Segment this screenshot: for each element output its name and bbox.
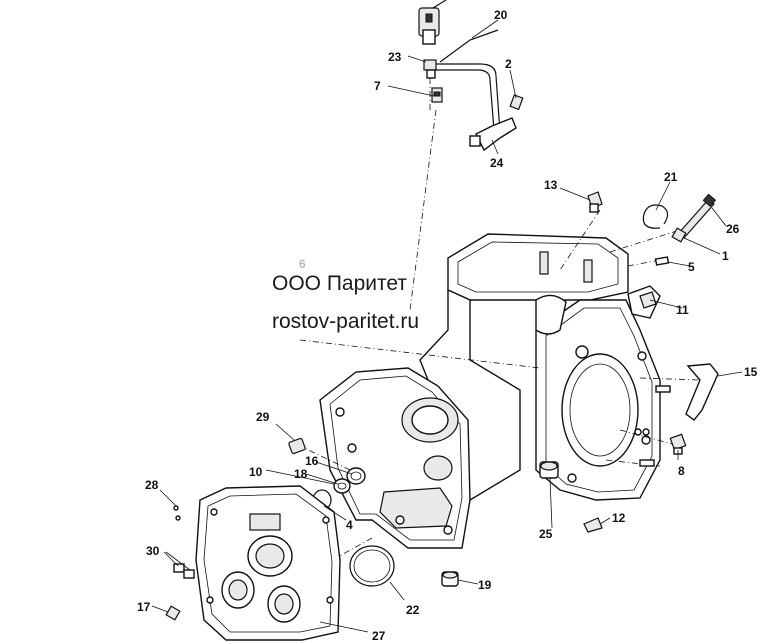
svg-text:8: 8 [678, 464, 685, 478]
fitting-7 [431, 87, 443, 103]
svg-text:20: 20 [494, 8, 508, 22]
svg-text:12: 12 [612, 511, 626, 525]
svg-text:2: 2 [505, 57, 512, 71]
bolt-17 [165, 605, 181, 621]
svg-text:28: 28 [145, 478, 159, 492]
svg-text:17: 17 [137, 600, 151, 614]
axis-left [299, 339, 541, 369]
svg-text:16: 16 [305, 454, 319, 468]
axis-ring [605, 459, 661, 467]
dowel-5 [654, 256, 670, 266]
axis-5 [627, 259, 661, 267]
callout-8: 8 [678, 464, 685, 478]
svg-text:22: 22 [406, 603, 420, 617]
svg-text:5: 5 [688, 260, 695, 274]
svg-text:4: 4 [346, 518, 353, 532]
callout-2: 2 [505, 57, 512, 71]
nut-1 [671, 227, 687, 243]
leader-lines [151, 19, 743, 633]
axis-center [409, 109, 437, 311]
callout-15: 15 [744, 365, 758, 379]
svg-text:21: 21 [664, 170, 678, 184]
callout-24: 24 [490, 156, 504, 170]
callout-16: 16 [305, 454, 319, 468]
screw-12 [583, 517, 603, 533]
link-15 [685, 363, 719, 421]
callout-7: 7 [374, 79, 381, 93]
callout-19: 19 [478, 578, 492, 592]
watermark-site: rostov-paritet.ru [272, 310, 420, 333]
callout-21: 21 [664, 170, 678, 184]
seal-18 [333, 478, 351, 494]
callout-18: 18 [294, 467, 308, 481]
main-housing [319, 233, 661, 549]
bolts-30 [173, 563, 195, 579]
callout-5: 5 [688, 260, 695, 274]
watermark-company: ООО Паритет [272, 272, 408, 295]
callout-1: 1 [722, 249, 729, 263]
axis-29 [299, 445, 351, 471]
svg-text:11: 11 [676, 303, 689, 317]
callout-23: 23 [388, 50, 402, 64]
svg-text:25: 25 [539, 527, 553, 541]
callout-11: 11 [676, 303, 689, 317]
svg-text:30: 30 [146, 544, 160, 558]
axis-8 [619, 429, 681, 447]
plug-25 [539, 461, 559, 479]
callout-13: 13 [544, 178, 558, 192]
svg-text:23: 23 [388, 50, 402, 64]
bracket-24 [469, 117, 517, 152]
callout-12: 12 [612, 511, 626, 525]
fitting-top [418, 0, 447, 45]
svg-text:6: 6 [299, 257, 306, 271]
callout-26: 26 [726, 222, 740, 236]
pins-right [634, 385, 671, 467]
callout-6: 6 [299, 257, 306, 271]
svg-text:26: 26 [726, 222, 740, 236]
front-cover-27 [195, 485, 341, 641]
bolt-2 [509, 94, 524, 111]
svg-text:27: 27 [372, 629, 386, 641]
tube-assembly [436, 29, 501, 137]
svg-text:19: 19 [478, 578, 492, 592]
gasket-22 [349, 545, 395, 587]
fitting-23 [423, 59, 437, 79]
callout-27: 27 [372, 629, 386, 641]
callout-29: 29 [256, 410, 270, 424]
svg-text:29: 29 [256, 410, 270, 424]
sensor-13 [587, 191, 603, 213]
svg-text:15: 15 [744, 365, 758, 379]
callout-25: 25 [539, 527, 553, 541]
axis-26 [609, 229, 681, 253]
svg-text:1: 1 [722, 249, 729, 263]
axis-15 [639, 377, 701, 381]
screw-28 [173, 505, 181, 521]
callout-20: 20 [494, 8, 508, 22]
callout-28: 28 [145, 478, 159, 492]
callout-17: 17 [137, 600, 151, 614]
callout-10: 10 [249, 465, 263, 479]
callout-4: 4 [346, 518, 353, 532]
callout-22: 22 [406, 603, 420, 617]
callout-30: 30 [146, 544, 160, 558]
svg-text:24: 24 [490, 156, 504, 170]
svg-text:18: 18 [294, 467, 308, 481]
seal-16 [346, 467, 366, 485]
circlip-21 [642, 204, 669, 229]
valve-11 [627, 285, 661, 319]
svg-text:7: 7 [374, 79, 381, 93]
plug-29 [288, 437, 306, 455]
plug-19 [441, 571, 459, 587]
svg-text:13: 13 [544, 178, 558, 192]
svg-text:10: 10 [249, 465, 263, 479]
